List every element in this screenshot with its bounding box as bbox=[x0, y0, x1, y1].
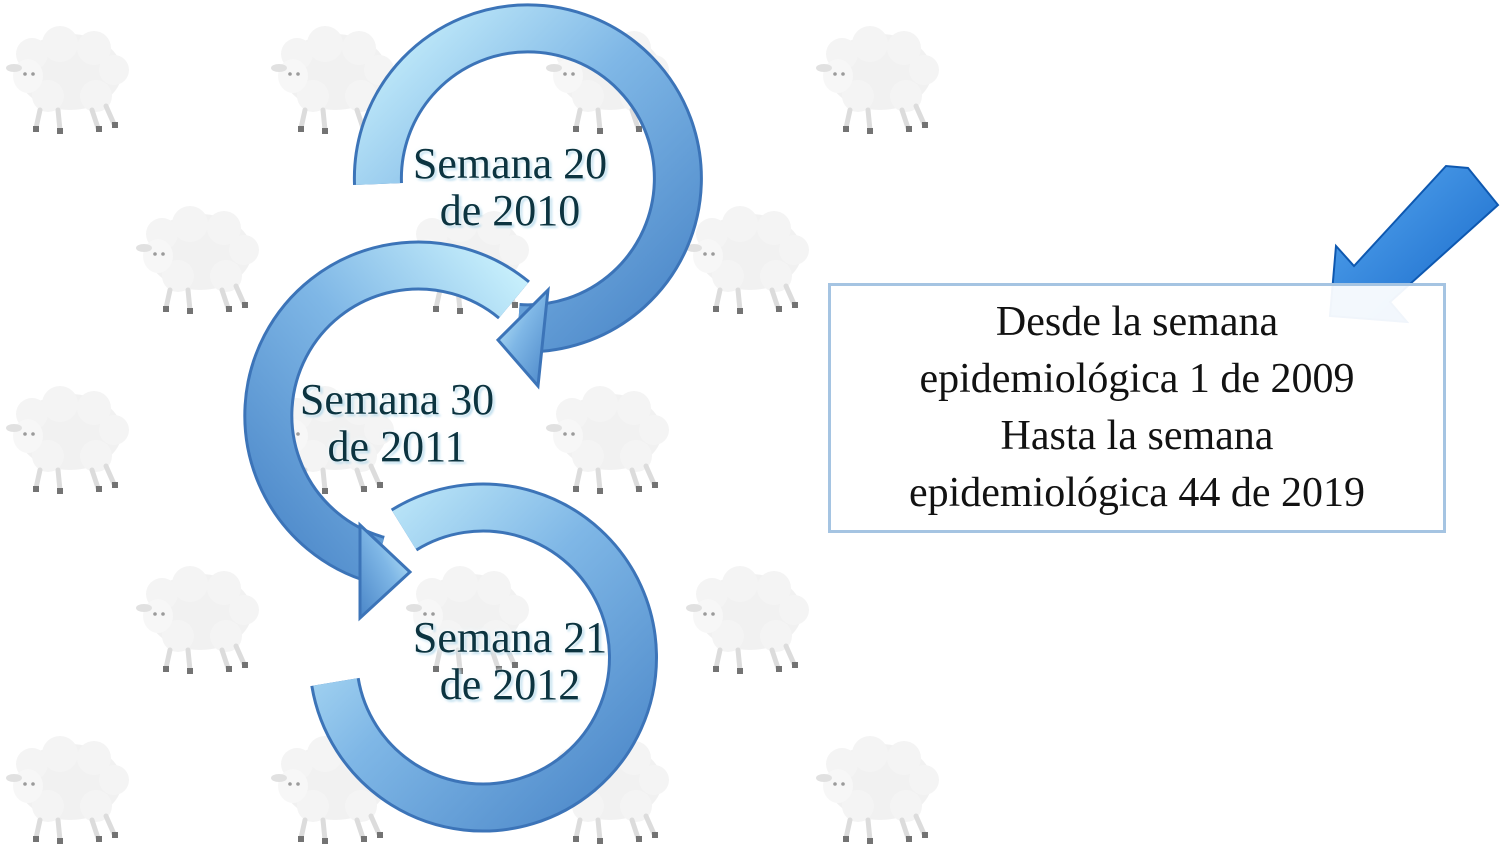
date-range-line-2: epidemiológica 1 de 2009 bbox=[919, 356, 1355, 402]
circular-arrow-icon bbox=[243, 240, 530, 622]
step-label-1-line1: Semana 20 bbox=[412, 139, 608, 188]
step-label-1-line2: de 2010 bbox=[439, 186, 581, 235]
circular-arrow-icon bbox=[352, 3, 703, 390]
date-range-box: Desde la semana epidemiológica 1 de 2009… bbox=[828, 283, 1446, 533]
step-label-3: Semana 21 de 2012 bbox=[380, 614, 640, 708]
circular-arrow-icon bbox=[310, 482, 658, 833]
date-range-line-3: Hasta la semana bbox=[1000, 413, 1274, 459]
step-label-2: Semana 30 de 2011 bbox=[267, 376, 527, 470]
step-label-3-line1: Semana 21 bbox=[412, 613, 608, 662]
step-label-3-line2: de 2012 bbox=[439, 660, 581, 709]
step-label-2-line2: de 2011 bbox=[327, 422, 467, 471]
step-label-2-line1: Semana 30 bbox=[299, 375, 495, 424]
date-range-line-4: epidemiológica 44 de 2019 bbox=[908, 470, 1366, 516]
step-label-1: Semana 20 de 2010 bbox=[380, 140, 640, 234]
date-range-line-1: Desde la semana bbox=[995, 299, 1279, 345]
